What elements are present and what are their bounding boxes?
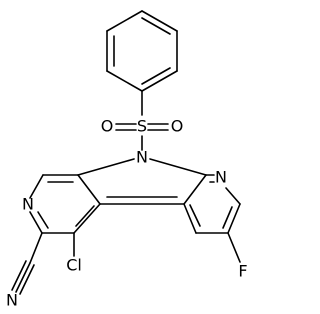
atom-oxygen-left: O — [101, 117, 114, 136]
bond-inner — [37, 211, 49, 229]
bond-inner — [141, 17, 171, 35]
bond-inner — [75, 205, 95, 227]
bond — [15, 262, 31, 293]
bond — [77, 174, 101, 205]
bond — [11, 260, 27, 291]
bond-inner — [222, 206, 233, 229]
right-pyridine-ring — [183, 174, 241, 234]
bond — [227, 232, 241, 263]
atom-nitrogen-nitrile: N — [6, 291, 18, 310]
bond — [149, 158, 207, 176]
bond — [225, 187, 241, 205]
bond-inner — [189, 204, 201, 227]
bond — [29, 211, 43, 234]
chemical-structure: S O O N N N Cl F N — [6, 10, 248, 310]
bond — [141, 10, 178, 32]
bond — [77, 158, 135, 176]
atom-chlorine: Cl — [66, 256, 82, 275]
left-pyridine-ring — [29, 174, 101, 234]
bond — [227, 203, 241, 234]
bond-inner — [141, 67, 171, 85]
atom-labels: S O O N N N Cl F N — [6, 117, 248, 310]
bond — [141, 70, 178, 92]
bond — [29, 232, 43, 264]
bond — [73, 203, 101, 234]
atom-nitrogen-left-ring: N — [22, 195, 34, 214]
bond — [106, 10, 143, 32]
atom-fluorine: F — [238, 262, 247, 281]
atom-nitrogen-right-ring: N — [215, 168, 227, 187]
pyrrole-ring — [77, 158, 207, 205]
bond — [19, 264, 35, 295]
sulfonyl-group — [115, 90, 169, 151]
bond — [183, 174, 207, 205]
atom-sulfur: S — [137, 117, 147, 136]
bond — [29, 174, 44, 199]
bond — [183, 203, 197, 234]
atom-oxygen-right: O — [171, 117, 184, 136]
bond — [106, 70, 143, 92]
phenyl-ring — [106, 10, 178, 92]
atom-nitrogen-pyrrole: N — [136, 148, 148, 167]
substituents — [11, 232, 241, 295]
